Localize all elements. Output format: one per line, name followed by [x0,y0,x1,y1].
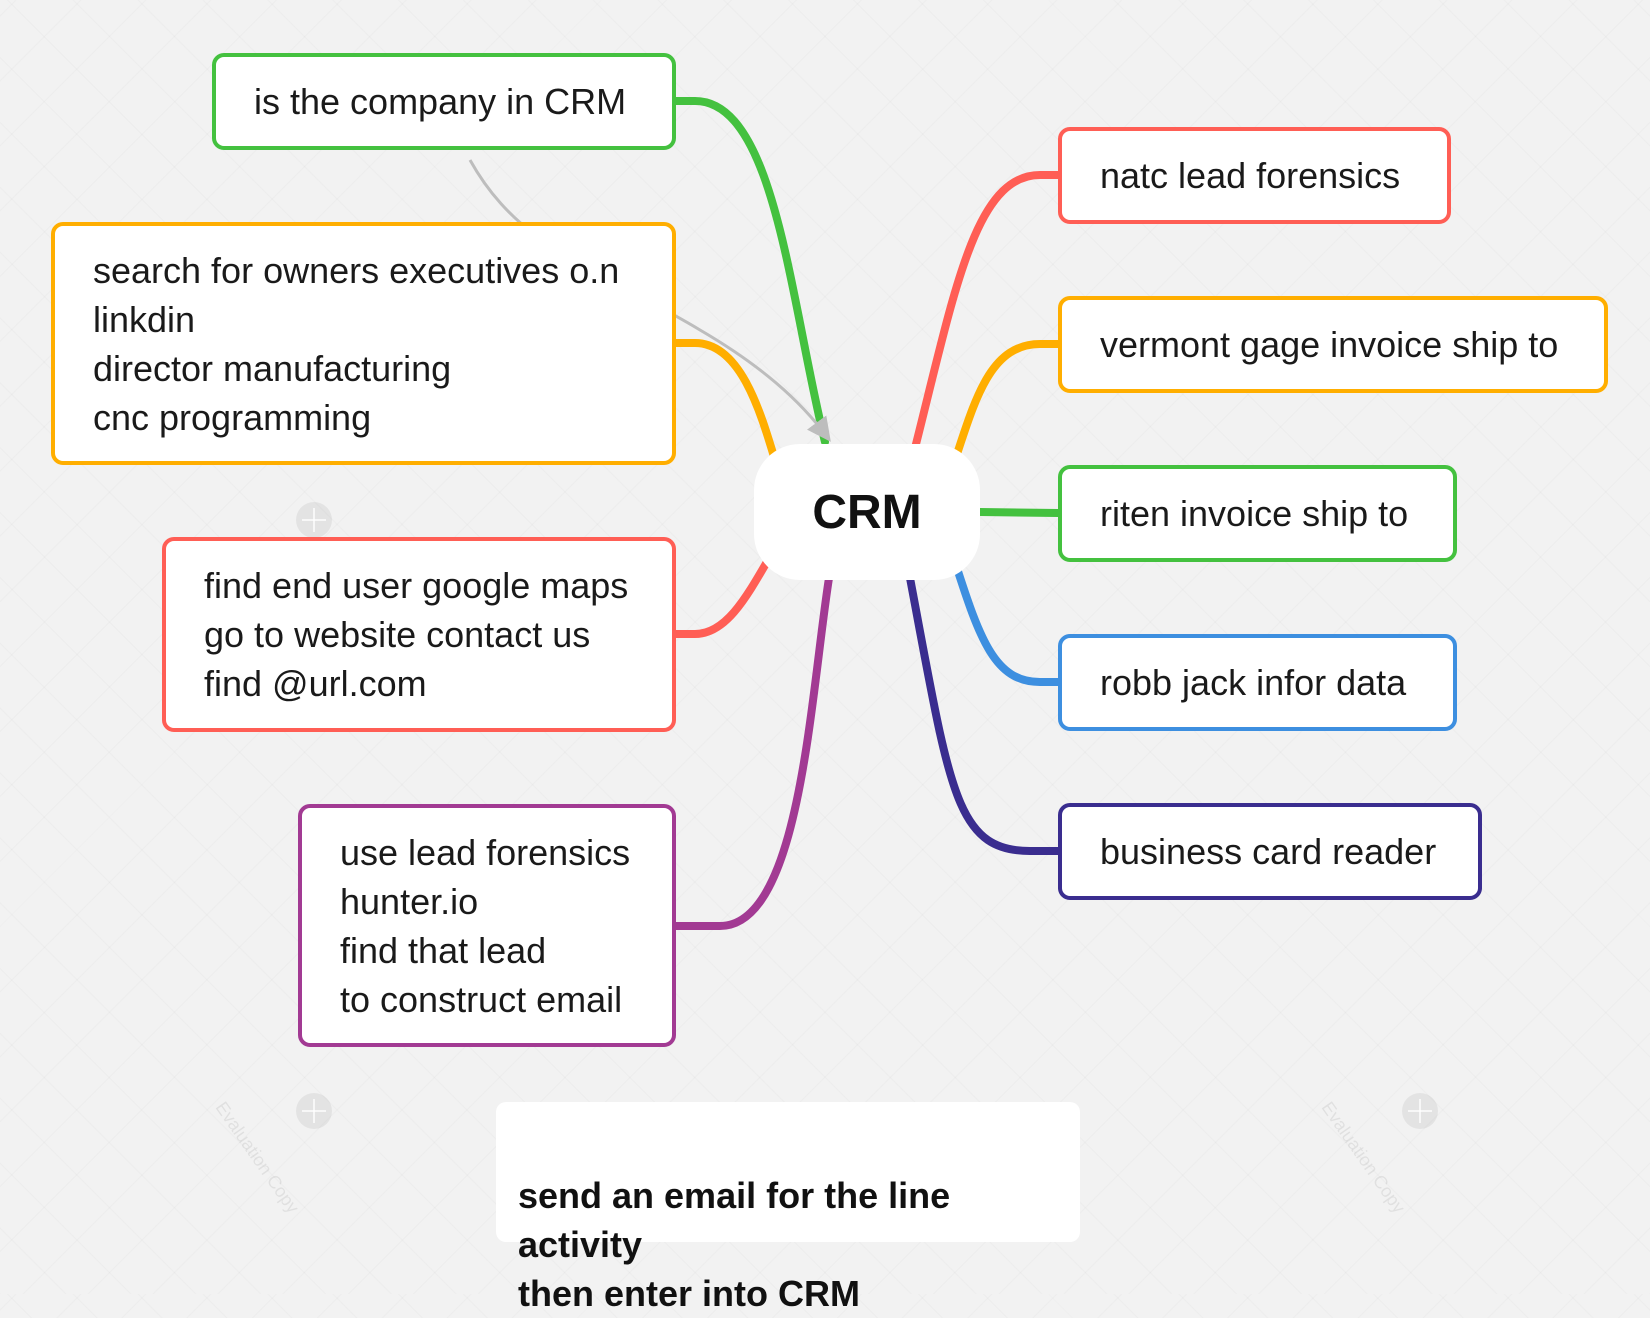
central-topic-label: CRM [812,485,922,539]
topic-vermont-gage[interactable]: vermont gage invoice ship to [1058,296,1608,393]
topic-lead-forensics[interactable]: use lead forensics hunter.io find that l… [298,804,676,1047]
watermark-logo-icon [296,1093,332,1129]
topic-label: use lead forensics hunter.io find that l… [340,831,631,1020]
topic-label: robb jack infor data [1100,662,1407,703]
connector-natc [911,171,1062,452]
topic-label: natc lead forensics [1100,155,1401,196]
connector-vermont-gage [951,340,1062,464]
connector-company-in-crm [672,97,829,446]
topic-label: vermont gage invoice ship to [1100,324,1559,365]
watermark-logo-icon [296,502,332,538]
watermark-logo-icon [1402,1093,1438,1129]
central-topic[interactable]: CRM [754,444,980,580]
topic-natc[interactable]: natc lead forensics [1058,127,1451,224]
topic-search-owners[interactable]: search for owners executives o.n linkdin… [51,222,676,465]
topic-label: search for owners executives o.n linkdin… [93,249,620,438]
topic-label: riten invoice ship to [1100,493,1409,534]
topic-label: find end user google maps go to website … [204,565,629,704]
connector-riten [976,508,1062,517]
connector-find-end-user [672,556,772,638]
relationship-arrow[interactable] [468,159,831,442]
topic-label: is the company in CRM [254,81,627,122]
connector-lead-forensics [672,574,833,930]
topic-label: business card reader [1100,831,1437,872]
connector-business-card [906,574,1062,855]
floating-topic-note[interactable]: send an email for the line activity then… [496,1102,1080,1314]
topic-business-card[interactable]: business card reader [1058,803,1482,900]
topic-find-end-user[interactable]: find end user google maps go to website … [162,537,676,732]
topic-robb-jack[interactable]: robb jack infor data [1058,634,1457,731]
connector-search-owners [672,339,779,464]
connector-robb-jack [951,558,1062,686]
topic-company-in-crm[interactable]: is the company in CRM [212,53,676,150]
topic-riten[interactable]: riten invoice ship to [1058,465,1457,562]
